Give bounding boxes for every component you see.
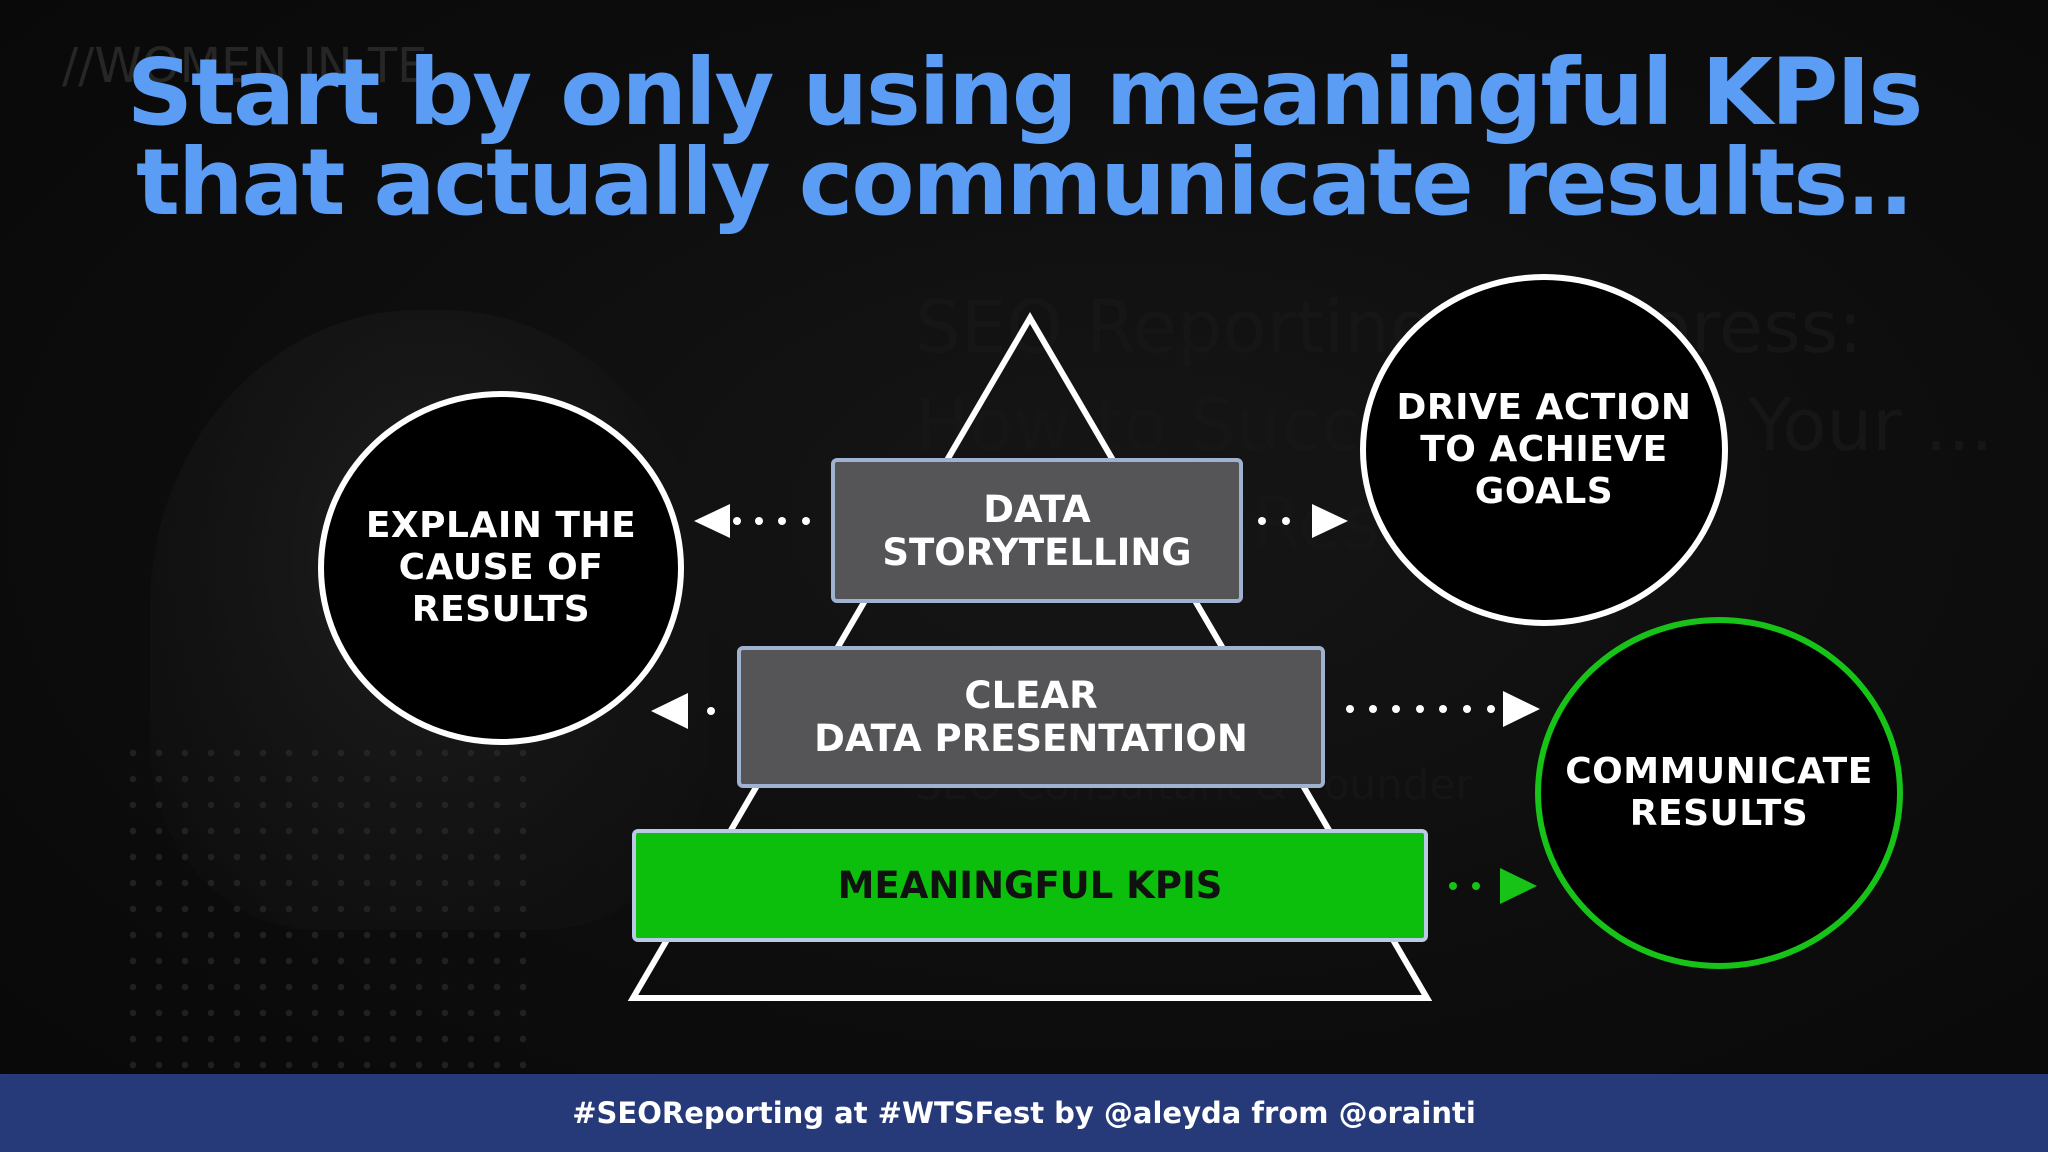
pyramid-layer-data-storytelling: DATA STORYTELLING	[831, 458, 1243, 603]
background-event-tag: //WOMEN IN TE	[62, 38, 428, 94]
footer-text: #SEOReporting at #WTSFest by @aleyda fro…	[572, 1096, 1476, 1130]
circle-label: COMMUNICATE RESULTS	[1565, 751, 1873, 834]
arrow-clear-data-left	[651, 693, 715, 729]
circle-label: DRIVE ACTION TO ACHIEVE GOALS	[1396, 387, 1692, 512]
arrow-clear-data-right	[1346, 691, 1540, 727]
circle-label: EXPLAIN THE CAUSE OF RESULTS	[365, 505, 637, 630]
footer-banner: #SEOReporting at #WTSFest by @aleyda fro…	[0, 1074, 2048, 1152]
background-dot-pattern	[120, 740, 540, 1070]
pyramid-layer-label: MEANINGFUL KPIS	[837, 864, 1223, 907]
pyramid-layer-label: CLEAR DATA PRESENTATION	[814, 674, 1248, 760]
circle-explain-cause: EXPLAIN THE CAUSE OF RESULTS	[318, 391, 684, 745]
pyramid-layer-label: DATA STORYTELLING	[882, 487, 1192, 574]
slide-title-line-2: that actually communicate results..	[135, 129, 1914, 236]
arrow-kpis-right	[1449, 868, 1537, 904]
slide-title-line-1: Start by only using meaningful KPIs	[126, 39, 1923, 146]
pyramid-layer-clear-data-presentation: CLEAR DATA PRESENTATION	[737, 646, 1325, 788]
pyramid-layer-meaningful-kpis: MEANINGFUL KPIS	[632, 829, 1428, 942]
arrow-storytelling-right	[1258, 504, 1348, 538]
circle-drive-action: DRIVE ACTION TO ACHIEVE GOALS	[1360, 274, 1728, 626]
circle-communicate-results: COMMUNICATE RESULTS	[1535, 617, 1903, 969]
arrow-storytelling-left	[694, 504, 810, 538]
slide-title: Start by only using meaningful KPIs that…	[0, 39, 2048, 236]
